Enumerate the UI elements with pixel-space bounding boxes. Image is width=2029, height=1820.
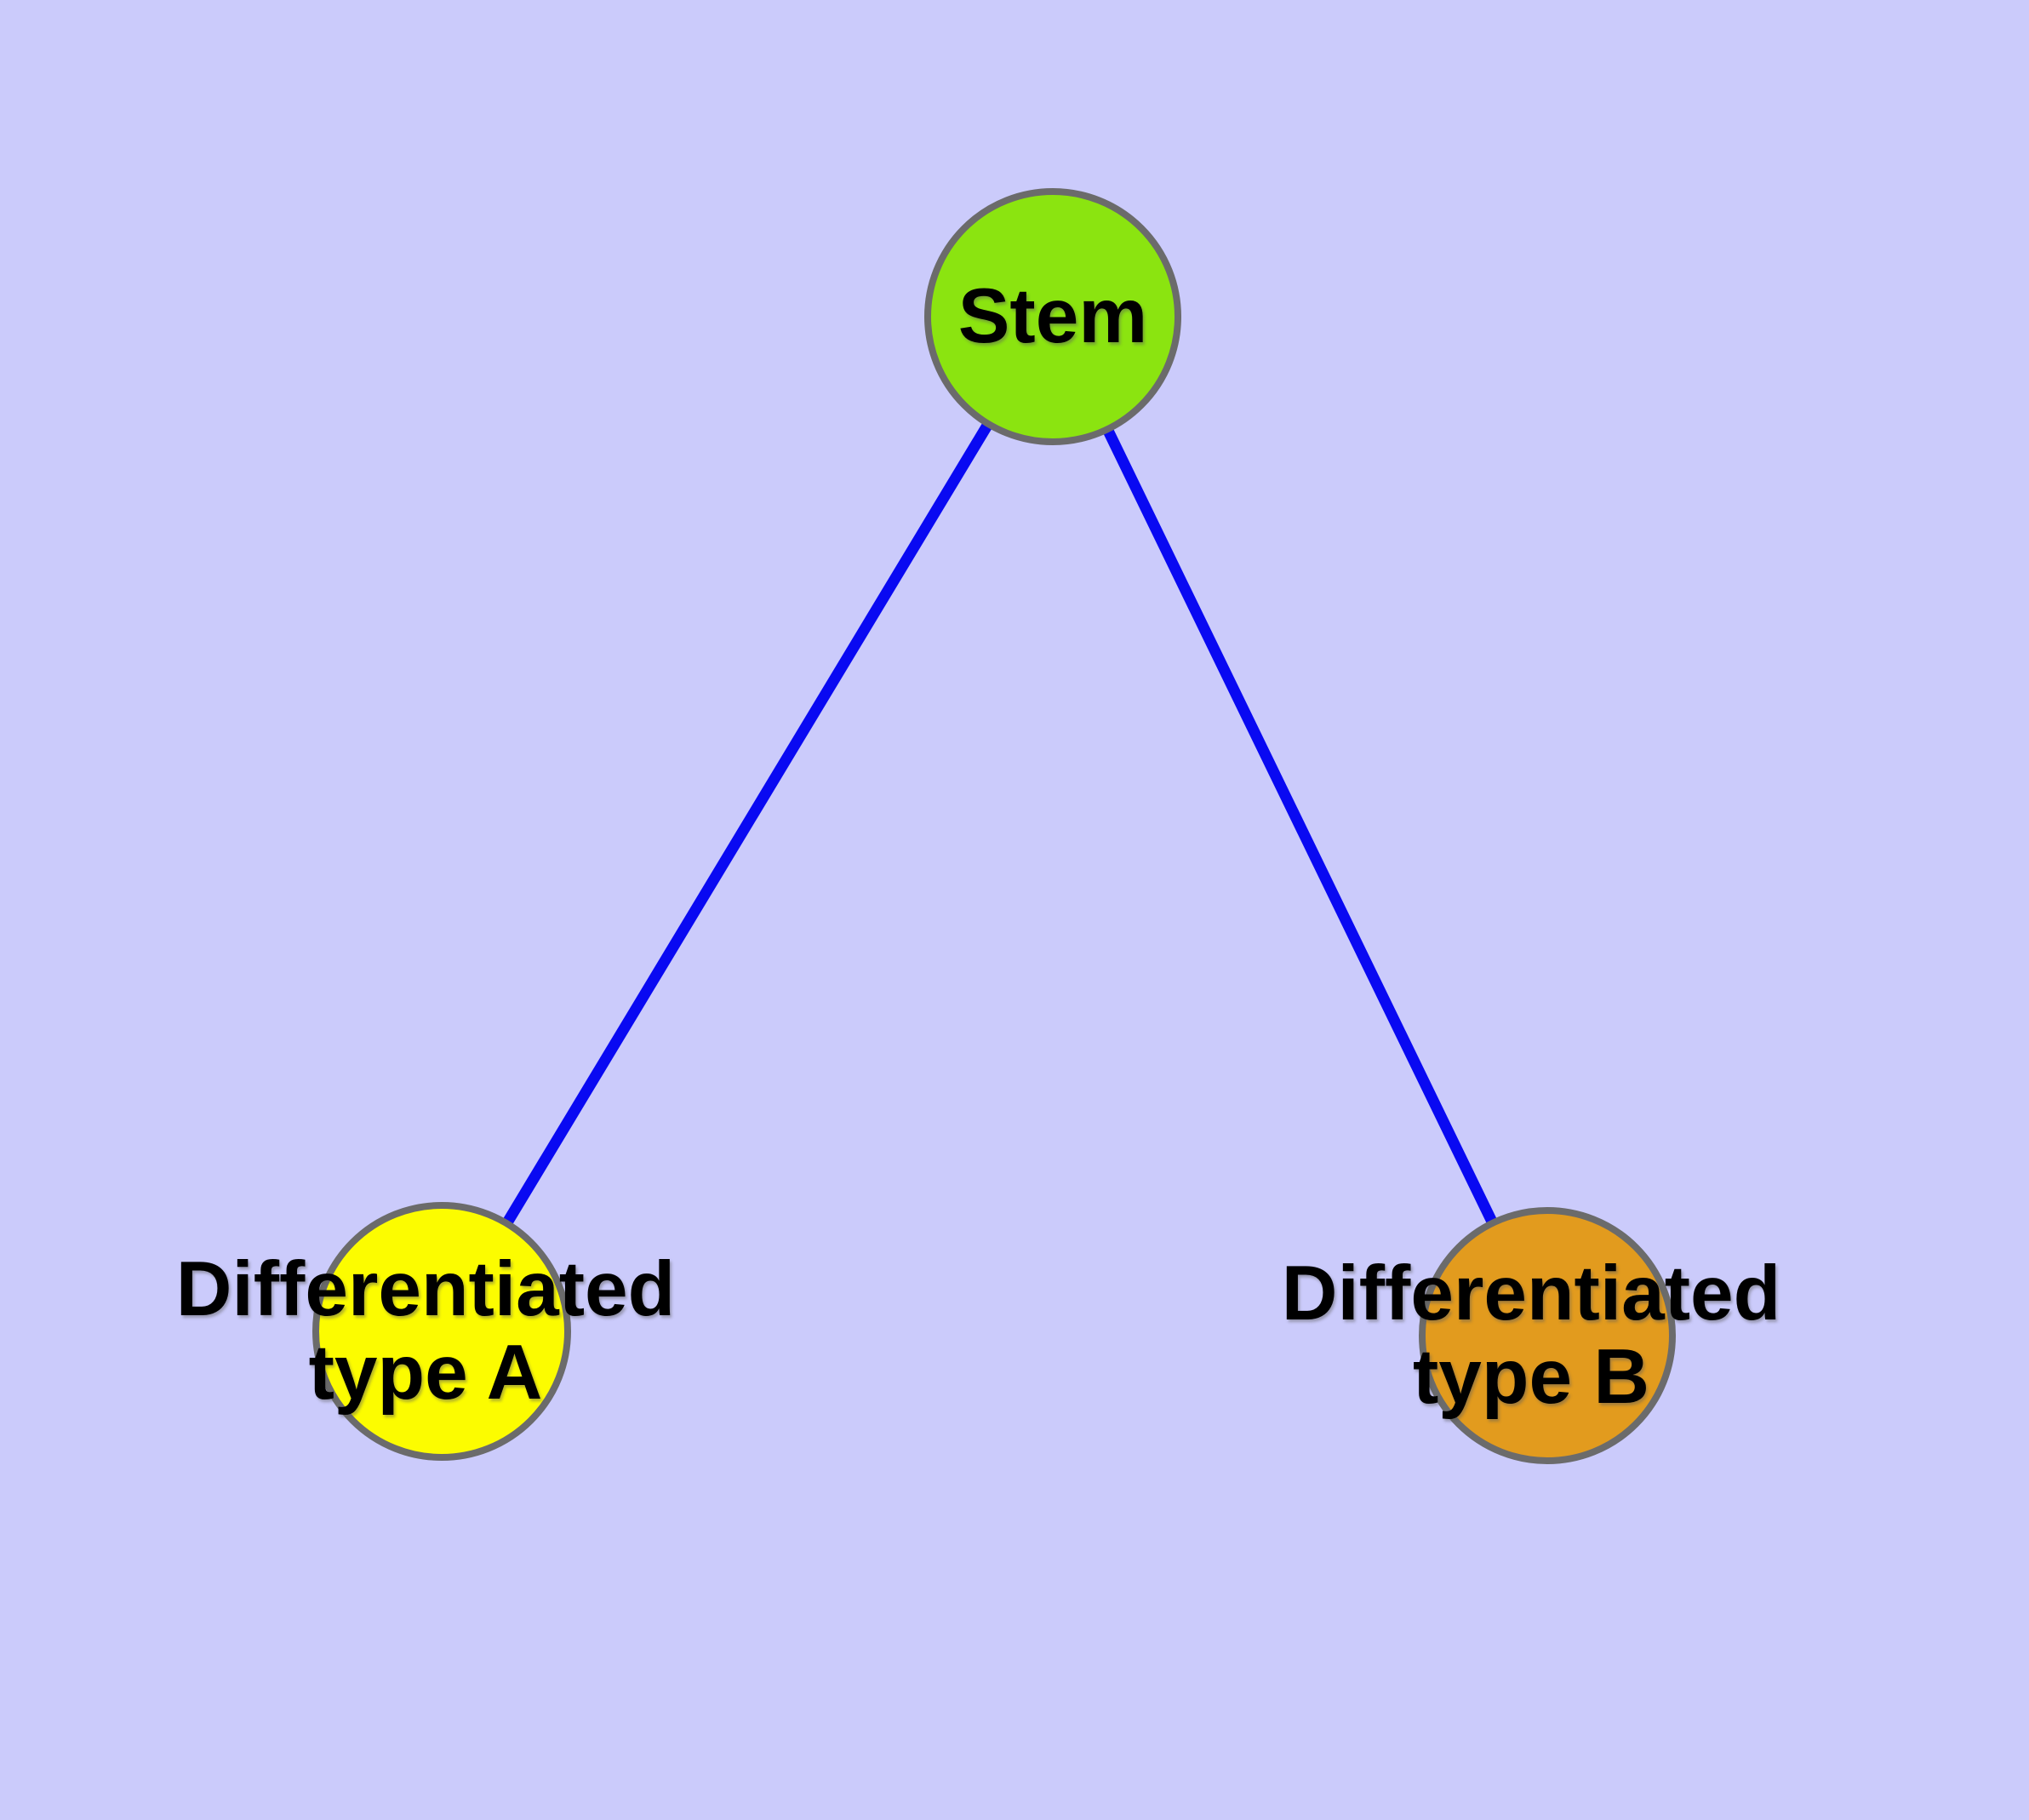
edge-stem-to-type-b: [1048, 314, 1552, 1338]
edge-stem-to-type-a: [437, 313, 1058, 1335]
node-differentiated-type-a[interactable]: [312, 1202, 571, 1461]
node-differentiated-type-b[interactable]: [1419, 1207, 1676, 1464]
node-stem[interactable]: [924, 188, 1181, 445]
